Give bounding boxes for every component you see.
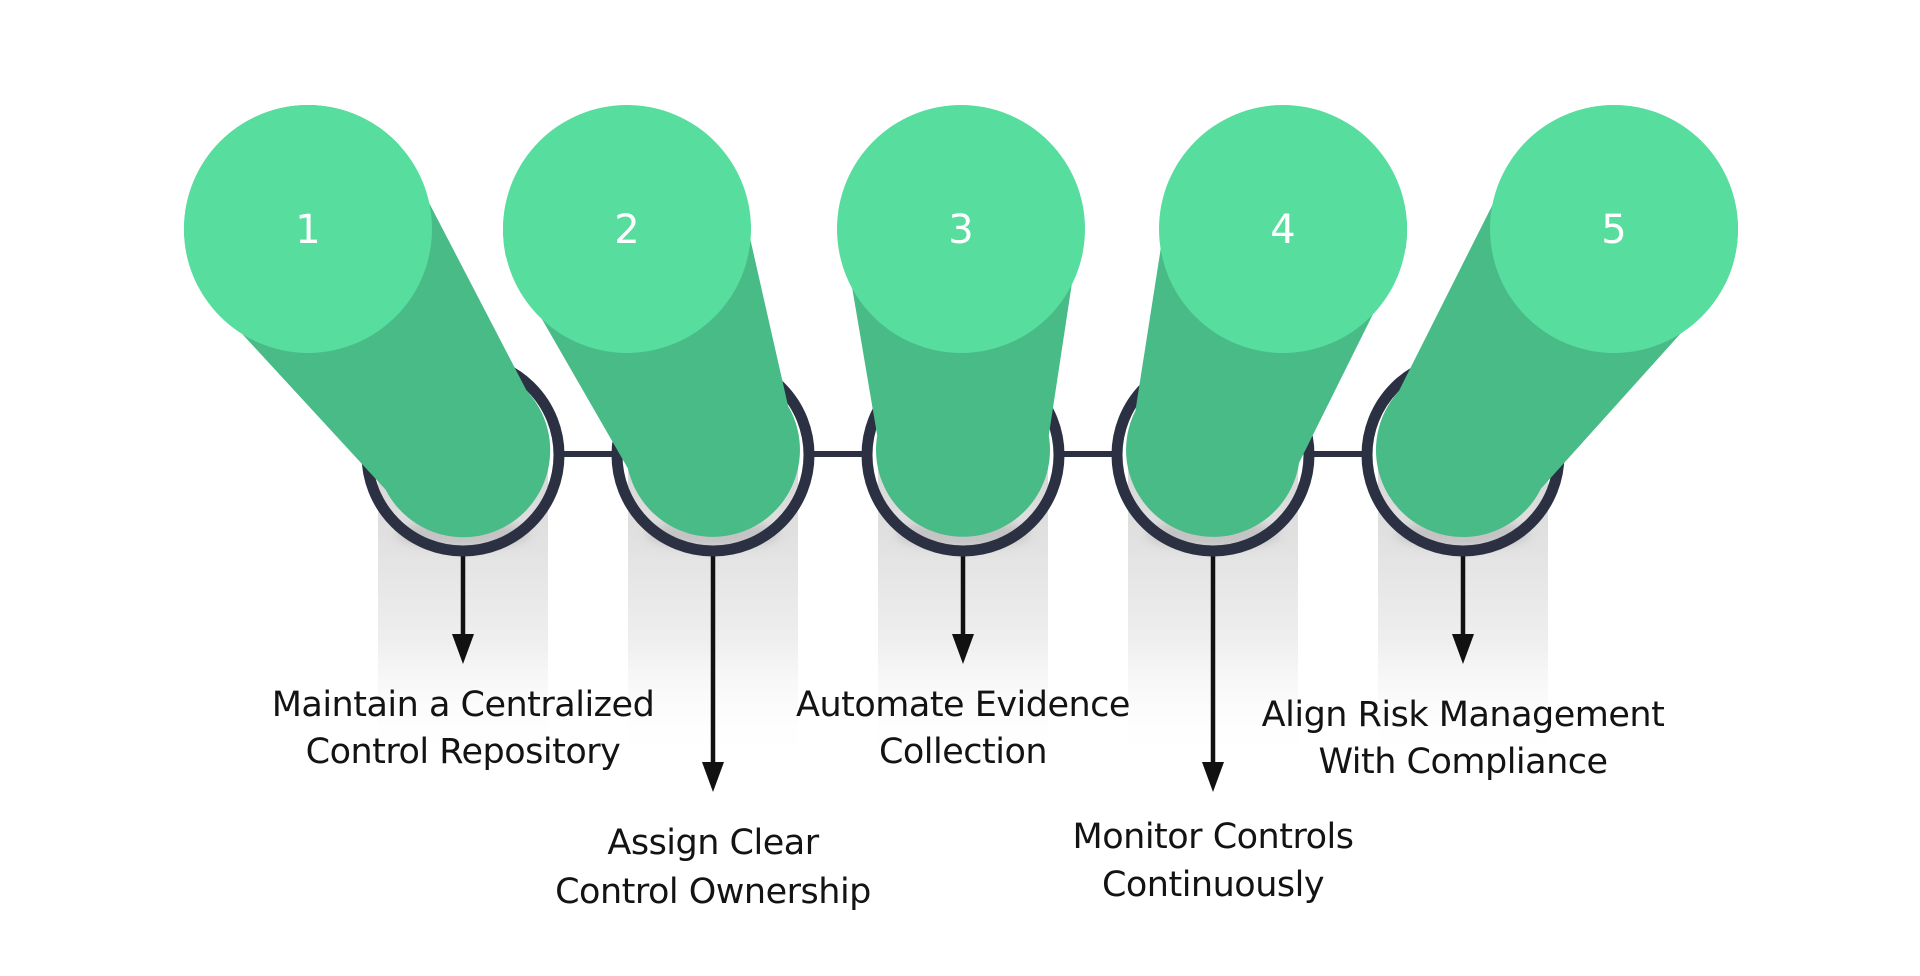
arrow-head-icon: [702, 762, 724, 792]
arrow-head-icon: [1452, 634, 1474, 664]
step-number: 2: [614, 207, 639, 253]
step-label-line1: Assign Clear: [607, 823, 819, 863]
step-arrows: [452, 551, 1474, 792]
pin-shapes: 1 2 3 4 5: [184, 105, 1738, 538]
pin-cap: [1159, 105, 1407, 353]
step-number: 1: [295, 207, 320, 253]
step-label-line1: Monitor Controls: [1073, 817, 1354, 857]
step-label-line2: Collection: [879, 732, 1047, 772]
step-label-line2: Continuously: [1102, 865, 1324, 905]
step-label-line1: Align Risk Management: [1262, 695, 1665, 735]
step-label-line2: Control Repository: [306, 732, 621, 772]
pin-cap: [1490, 105, 1738, 353]
step-number: 3: [948, 207, 973, 253]
step-label-line1: Maintain a Centralized: [272, 685, 655, 725]
arrow-head-icon: [1202, 762, 1224, 792]
pin-cap: [837, 105, 1085, 353]
step-label-line1: Automate Evidence: [796, 685, 1130, 725]
step-label-line2: Control Ownership: [555, 872, 871, 912]
step-label-line2: With Compliance: [1318, 742, 1607, 782]
arrow-head-icon: [952, 634, 974, 664]
step-number: 4: [1270, 207, 1295, 253]
step-number: 5: [1601, 207, 1626, 253]
pin-cap: [503, 105, 751, 353]
arrow-head-icon: [452, 634, 474, 664]
pin-cap: [184, 105, 432, 353]
